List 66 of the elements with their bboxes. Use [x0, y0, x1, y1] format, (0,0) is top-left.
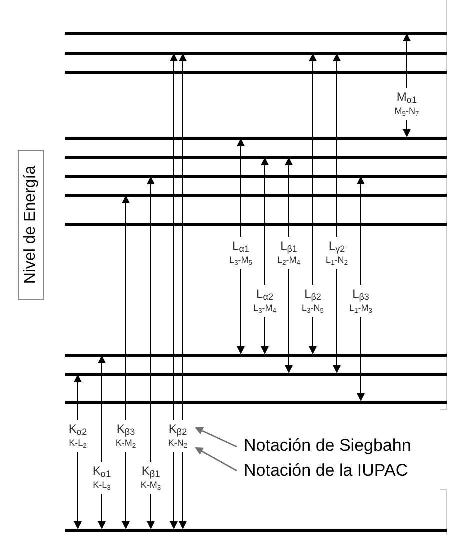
- transition-arrow: [357, 176, 365, 286]
- iupac-label: K-L$_{3}$: [93, 479, 111, 492]
- transition-arrow: [237, 268, 245, 354]
- iupac-label: M$_{5}$-N$_{7}$: [394, 105, 420, 118]
- axis-title-box: [18, 150, 44, 300]
- siegbahn-label: K$_{α1}$: [92, 464, 112, 479]
- energy-level-line: [65, 372, 447, 376]
- transition-arrow: [237, 138, 245, 238]
- transition-arrow: [98, 356, 106, 462]
- transition-arrow: [403, 34, 411, 88]
- transition-arrow: [170, 452, 178, 530]
- siegbahn-label: L$_{β3}$: [352, 287, 370, 302]
- siegbahn-label: K$_{α2}$: [68, 422, 88, 437]
- iupac-label: L$_{1}$-M$_{3}$: [349, 302, 373, 315]
- iupac-label: L$_{1}$-N$_{2}$: [326, 254, 348, 267]
- transition-arrow: [261, 316, 269, 354]
- transition-arrow: [285, 268, 293, 374]
- siegbahn-label: L$_{γ2}$: [328, 239, 346, 254]
- iupac-label: K-N$_{2}$: [168, 437, 188, 450]
- iupac-label: L$_{3}$-N$_{5}$: [302, 302, 324, 315]
- transition-arrow: [98, 494, 106, 530]
- transition-arrow: [74, 374, 82, 420]
- transition-arrow: [74, 452, 82, 530]
- iupac-label: L$_{2}$-M$_{4}$: [277, 254, 301, 267]
- transition-arrow: [403, 120, 411, 138]
- iupac-label: L$_{3}$-M$_{5}$: [229, 254, 253, 267]
- siegbahn-label: K$_{β3}$: [116, 422, 136, 437]
- energy-level-line: [65, 52, 447, 54]
- transition-arrow: [309, 54, 317, 286]
- energy-level-line: [65, 400, 447, 404]
- energy-level-line: [65, 222, 447, 226]
- transition-arrow: [122, 452, 130, 530]
- siegbahn-label: L$_{α2}$: [256, 287, 274, 302]
- energy-level-line: [65, 70, 447, 74]
- siegbahn-label: L$_{β2}$: [304, 287, 322, 302]
- siegbahn-label: M$_{α1}$: [396, 90, 418, 105]
- siegbahn-label: L$_{α1}$: [232, 239, 250, 254]
- transition-arrow: [309, 316, 317, 354]
- transition-arrow: [285, 158, 293, 238]
- siegbahn-label: K$_{β1}$: [142, 464, 160, 479]
- transition-arrow: [122, 196, 130, 420]
- iupac-label: L$_{3}$-M$_{4}$: [253, 302, 277, 315]
- transition-arrow: [147, 494, 155, 530]
- siegbahn-label: L$_{β1}$: [280, 239, 298, 254]
- energy-level-line: [65, 136, 447, 140]
- leader-arrow: [195, 447, 238, 472]
- energy-level-line: [65, 174, 447, 178]
- siegbahn-label: K$_{β2}$: [168, 422, 188, 437]
- leader-arrow: [195, 427, 238, 448]
- transition-arrow: [170, 54, 178, 420]
- iupac-label: K-M$_{2}$: [116, 437, 136, 450]
- energy-level-line: [65, 354, 447, 356]
- iupac-label: K-L$_{2}$: [69, 437, 87, 450]
- energy-level-line: [65, 32, 447, 34]
- transition-arrow: [333, 54, 341, 238]
- axis-title: Nivel de Energía: [22, 166, 40, 284]
- energy-level-line: [65, 156, 447, 158]
- transition-arrow: [147, 176, 155, 462]
- transition-arrow: [357, 316, 365, 402]
- energy-level-line: [65, 194, 447, 196]
- iupac-label: K-M$_{3}$: [140, 479, 162, 492]
- transition-arrow: [261, 158, 269, 286]
- transition-arrow: [333, 268, 341, 374]
- transition-arrow: [179, 452, 187, 530]
- energy-level-line: [65, 528, 447, 532]
- transition-arrow: [179, 54, 187, 420]
